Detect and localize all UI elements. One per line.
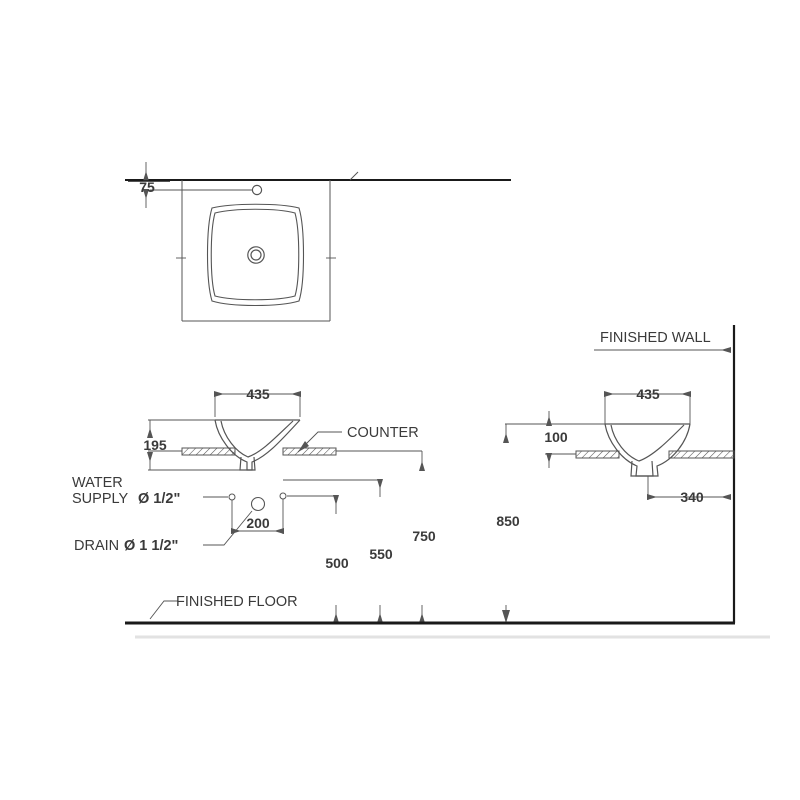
label-drain-text: DRAIN [74,538,119,554]
dim-right-435-text: 435 [636,386,660,402]
side-section-view: FINISHED WALL 435 [496,325,736,623]
counter-slab-right-piece [282,447,337,456]
label-drain-size: Ø 1 1/2" [124,538,178,554]
dim-right-850-text: 850 [496,513,520,529]
dim-left-200-text: 200 [246,515,270,531]
counter-slab-right-right-piece [668,450,735,459]
dim-plan-75: 75 [139,162,155,208]
plan-drain-outer [247,246,265,264]
label-water-supply: WATER SUPPLY Ø 1/2" [72,475,228,507]
dim-left-195: 195 [143,419,240,471]
dim-right-435: 435 [604,386,691,424]
label-finished-wall-text: FINISHED WALL [600,330,711,346]
basin-drain-stub-left [239,456,256,471]
dim-left-550-text: 550 [369,546,393,562]
label-finished-floor: FINISHED FLOOR [149,594,298,620]
supply-point-right [279,492,287,500]
label-finished-floor-text: FINISHED FLOOR [176,594,298,610]
basin-bowl-outer-left [214,419,301,471]
dim-left-500: 500 [325,495,349,623]
plan-basin-outer [206,203,305,307]
plan-basin-inner [210,208,300,301]
basin-drain-stub-right [630,460,654,477]
plan-drain-inner [250,249,262,261]
dim-left-435: 435 [214,386,301,417]
dim-left-435-text: 435 [246,386,270,402]
front-section-view: 435 COUNTER [72,386,436,623]
label-water-size: Ø 1/2" [138,491,180,507]
basin-bowl-inner-right [610,424,685,462]
dim-left-200: 200 [231,499,284,534]
counter-slab-left-piece [181,447,236,456]
label-counter: COUNTER [297,425,419,453]
label-water-line1: WATER [72,475,123,491]
dim-right-100: 100 [505,411,605,468]
label-drain: DRAIN Ø 1 1/2" [74,510,253,554]
label-water-line2: SUPPLY [72,491,128,507]
plan-wall-tick [349,171,359,181]
dim-left-195-text: 195 [143,437,167,453]
basin-bowl-inner-left [220,420,294,458]
counter-slab-right-left-piece [575,450,620,459]
label-finished-wall: FINISHED WALL [594,330,731,353]
supply-point-left [228,493,236,501]
dim-left-750-text: 750 [412,528,436,544]
plan-view: 75 [125,162,511,322]
drain-outlet-circle [250,496,266,512]
dim-right-340: 340 [647,476,731,505]
plan-faucet-hole [251,184,263,196]
dim-plan-75-text: 75 [139,179,155,195]
dim-right-340-text: 340 [680,489,704,505]
dim-left-550: 550 [283,479,393,623]
label-counter-text: COUNTER [347,425,419,441]
dim-right-100-text: 100 [544,429,568,445]
dim-left-500-text: 500 [325,555,349,571]
dim-left-750: 750 [412,451,436,623]
dim-right-850: 850 [496,424,520,623]
